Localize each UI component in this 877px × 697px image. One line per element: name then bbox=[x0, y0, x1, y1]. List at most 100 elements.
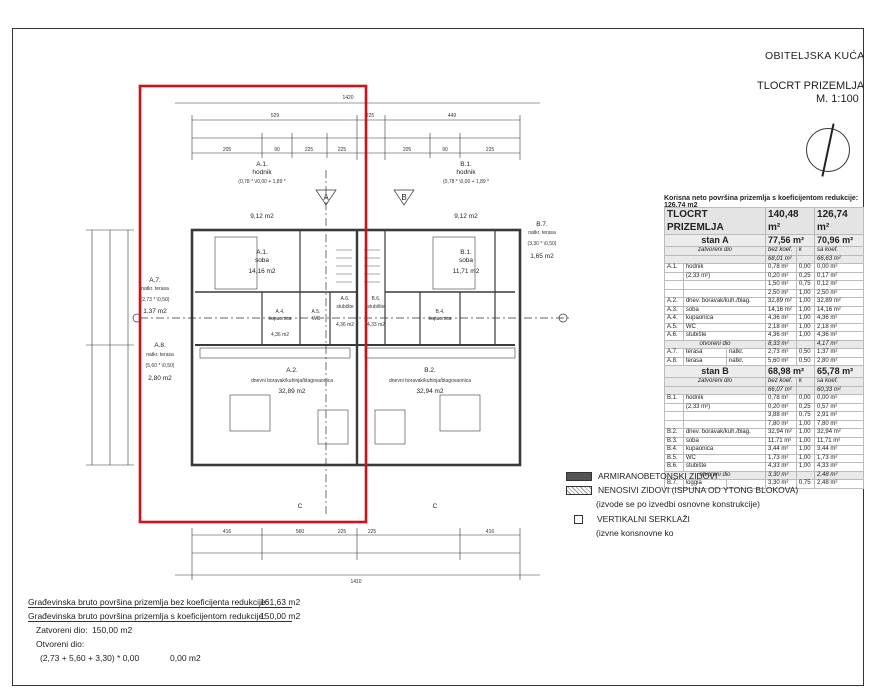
area-cell: 0,00 m² bbox=[814, 394, 864, 404]
room-a5-name: WC bbox=[312, 316, 321, 322]
room-a1-hall-area: 9,12 m2 bbox=[250, 213, 274, 220]
area-cell: 0,57 m² bbox=[814, 402, 864, 412]
room-a8-formula: (5,60 * \0,50) bbox=[146, 363, 175, 369]
room-a2-code: A.2. bbox=[286, 367, 298, 374]
area-cell: 32,94 m² bbox=[814, 428, 864, 438]
area-cell: 1,00 bbox=[795, 462, 816, 472]
area-cell: 0,75 bbox=[795, 411, 816, 421]
area-cell: 2,48 m² bbox=[814, 479, 864, 489]
legend-item-concrete: ARMIRANOBETONSKI ZIDOVI bbox=[566, 471, 717, 482]
left-dimension-lines bbox=[86, 229, 134, 466]
room-a8-name: natkr. terasa bbox=[146, 352, 174, 358]
area-cell: 32,89 m² bbox=[814, 297, 864, 307]
legend-item-ytong: NENOSIVI ZIDOVI (ISPUNA OD YTONG BLOKOVA… bbox=[566, 485, 798, 496]
area-cell: A.1. bbox=[664, 263, 684, 273]
dim-sub-3: 225 bbox=[305, 147, 314, 153]
area-cell: A.5. bbox=[664, 322, 684, 332]
drawing-subtitle: TLOCRT PRIZEMLJA bbox=[757, 80, 865, 92]
section-c-label-left: C bbox=[298, 503, 303, 510]
area-cell: 1,73 m² bbox=[765, 453, 797, 463]
area-cell: 3,88 m² bbox=[765, 411, 797, 421]
room-b4-name: kupaonica bbox=[429, 316, 452, 322]
area-cell: 7,80 m² bbox=[814, 419, 864, 429]
area-cell: 0,75 bbox=[795, 280, 816, 290]
room-a7-code: A.7. bbox=[149, 277, 161, 284]
area-cell: 1,00 bbox=[795, 453, 816, 463]
area-cell: kupaonica bbox=[682, 314, 767, 324]
dim-sub-7: 225 bbox=[486, 147, 495, 153]
area-cell: 1,00 bbox=[795, 322, 816, 332]
stan-b-header: stan B 68,98 m² 65,78 m² bbox=[663, 365, 864, 378]
area-cell: soba bbox=[682, 305, 767, 315]
area-table-title: TLOCRT PRIZEMLJA bbox=[663, 207, 767, 235]
room-b1-hall-formula: (0,78 * \0,00 + 1,89 * bbox=[443, 179, 489, 185]
area-cell: 14,16 m² bbox=[814, 305, 864, 315]
room-a4-name: kupaonica bbox=[269, 316, 292, 322]
area-cell: 3,44 m² bbox=[814, 445, 864, 455]
drawing-scale: M. 1:100 bbox=[816, 93, 859, 105]
room-b7-name: natkr. terasa bbox=[528, 230, 556, 236]
closed-part: Zatvoreni dio: 150,00 m2 bbox=[36, 625, 133, 635]
area-cell: 1,00 bbox=[795, 297, 816, 307]
dim-bottom-4: 225 bbox=[368, 529, 377, 535]
dim-top-3: 449 bbox=[448, 113, 457, 119]
dim-bottom-5: 416 bbox=[486, 529, 495, 535]
dim-sub-4: 225 bbox=[338, 147, 347, 153]
legend-note-2: (izvne konsnovne ko bbox=[596, 528, 674, 538]
area-cell: 2,73 m² bbox=[765, 348, 797, 358]
area-cell: B.5. bbox=[664, 453, 684, 463]
room-a2-area: 32,89 m2 bbox=[278, 388, 305, 395]
dim-bottom-3: 225 bbox=[338, 529, 347, 535]
bottom-dimension-lines bbox=[175, 528, 540, 580]
stan-b-closed-header: zatvoreni dio bez koef. k sa koef. bbox=[663, 377, 864, 387]
room-a1-code: A.1. bbox=[256, 249, 268, 256]
area-cell: A.6. bbox=[664, 331, 684, 341]
area-cell bbox=[725, 479, 767, 489]
area-cell: 4,33 m² bbox=[814, 462, 864, 472]
section-markers bbox=[132, 189, 568, 323]
area-cell: A.4. bbox=[664, 314, 684, 324]
area-cell: 2,18 m² bbox=[814, 322, 864, 332]
area-cell: WC bbox=[682, 453, 767, 463]
section-a-label: A bbox=[323, 193, 329, 202]
room-b7-code: B.7. bbox=[536, 221, 548, 228]
room-a8-area: 2,80 m2 bbox=[148, 375, 172, 382]
area-cell: A.8. bbox=[664, 356, 684, 366]
area-cell: 1,50 m² bbox=[765, 280, 797, 290]
drawing-title: OBITELJSKA KUĆA bbox=[765, 50, 865, 62]
area-cell: 1,00 bbox=[795, 436, 816, 446]
room-a6-name: stubište bbox=[336, 304, 353, 310]
room-a1-hall-code: A.1. bbox=[256, 161, 268, 168]
section-lines bbox=[140, 170, 570, 515]
area-cell: 4,33 m² bbox=[765, 462, 797, 472]
area-cell: 0,25 bbox=[795, 402, 816, 412]
area-cell: 0,00 bbox=[795, 394, 816, 404]
area-cell: A.2. bbox=[664, 297, 684, 307]
area-cell: 0,00 bbox=[795, 263, 816, 273]
room-a7-area: 1,37 m2 bbox=[143, 308, 167, 315]
area-cell: B.3. bbox=[664, 436, 684, 446]
section-c-label-right: C bbox=[433, 503, 438, 510]
area-cell: stubište bbox=[682, 462, 767, 472]
area-cell: A.3. bbox=[664, 305, 684, 315]
area-cell: 4,36 m² bbox=[814, 314, 864, 324]
stan-a-closed-header: zatvoreni dio bez koef. k sa koef. bbox=[663, 246, 864, 256]
serklaz-square-icon bbox=[574, 515, 583, 525]
dim-sub-2: 90 bbox=[274, 147, 280, 153]
area-cell: 0,78 m² bbox=[765, 263, 797, 273]
room-a7-name: natkr. terasa bbox=[141, 286, 169, 292]
area-cell bbox=[664, 271, 684, 281]
area-cell: 0,00 m² bbox=[814, 263, 864, 273]
area-cell bbox=[664, 402, 684, 412]
area-cell: hodnik bbox=[682, 263, 767, 273]
area-cell: 4,36 m² bbox=[765, 314, 797, 324]
